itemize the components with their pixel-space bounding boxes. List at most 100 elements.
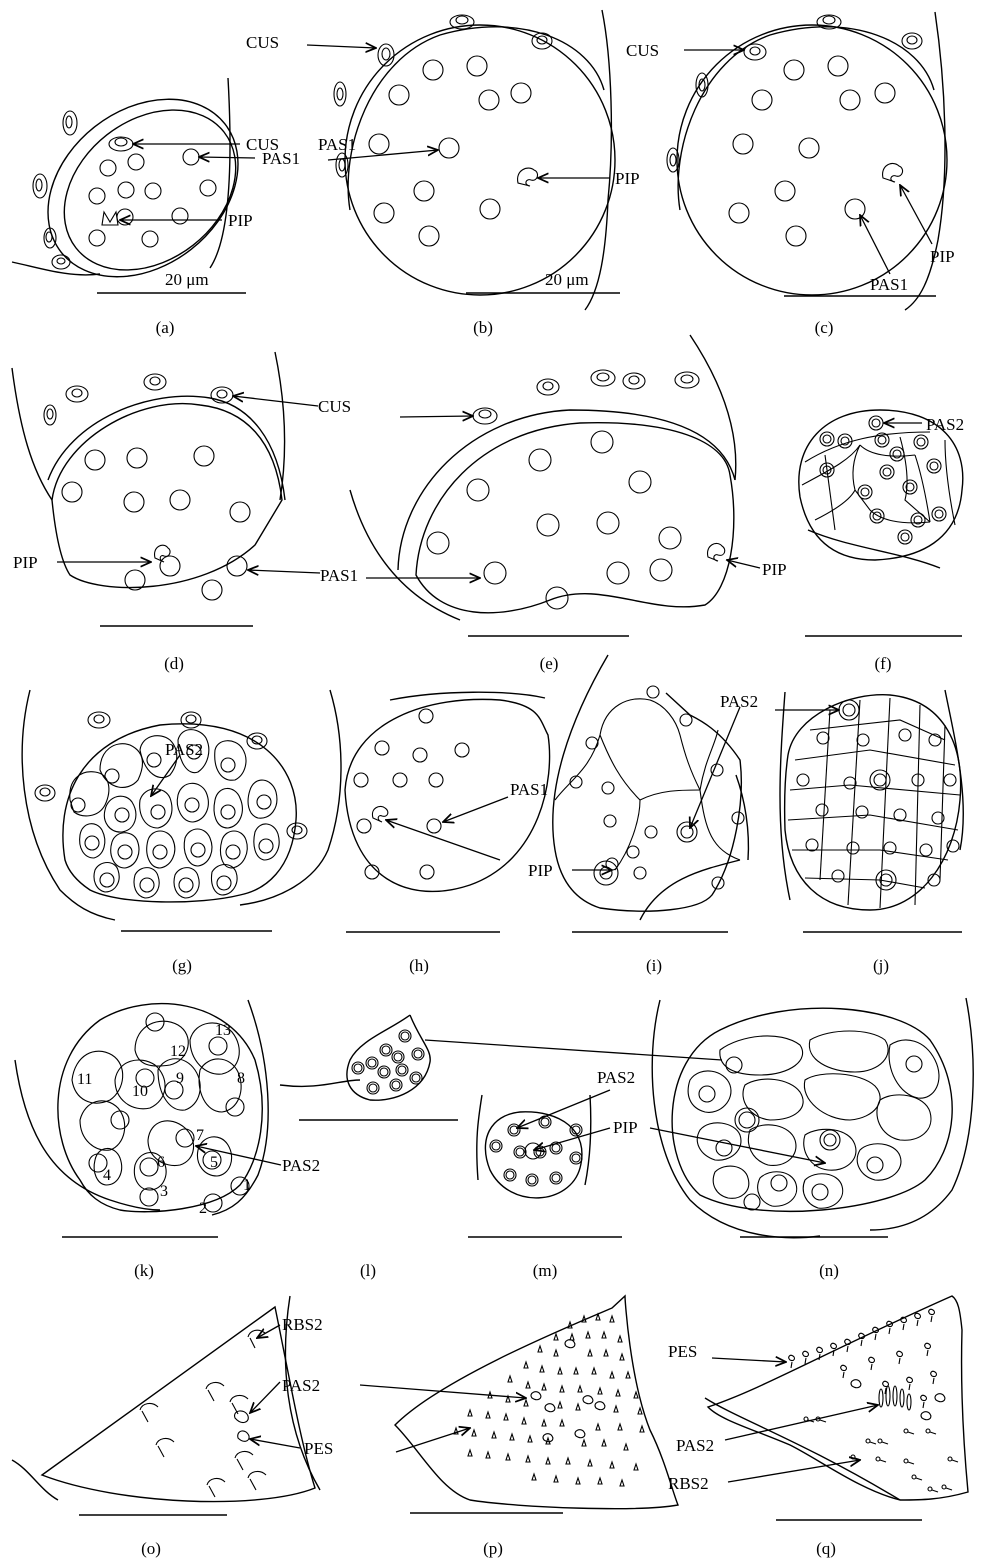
panel-b: [307, 10, 620, 310]
rbs2-label-o: RBS2: [282, 1315, 323, 1334]
scale-label-a: 20 μm: [165, 270, 209, 289]
pas2-label-i: PAS2: [720, 692, 758, 711]
pas1-label-a: PAS1: [262, 149, 300, 168]
caption-a: (a): [156, 318, 175, 337]
pas1-label-c: PAS1: [870, 275, 908, 294]
caption-e: (e): [540, 654, 559, 673]
pip-label-d: PIP: [13, 553, 38, 572]
svg-text:9: 9: [176, 1070, 184, 1087]
pip-h: [372, 806, 387, 822]
svg-text:2: 2: [199, 1200, 207, 1217]
pas2-arrow-m: [517, 1090, 610, 1128]
caption-f: (f): [875, 654, 892, 673]
caption-o: (o): [141, 1539, 161, 1558]
pas2-label-q: PAS2: [676, 1436, 714, 1455]
cus-spines-d: [44, 374, 233, 425]
panel-l: [280, 1015, 458, 1120]
pip-label-b: PIP: [615, 169, 640, 188]
panel-j: [775, 690, 963, 932]
panel-o: [12, 1296, 320, 1515]
svg-text:5: 5: [210, 1154, 218, 1171]
panel-d: [12, 352, 320, 626]
rbs2-label-q: RBS2: [668, 1474, 709, 1493]
panel-p: [360, 1296, 678, 1513]
cus-label-d: CUS: [318, 397, 351, 416]
panel-h: [345, 692, 550, 932]
panel-k: [15, 1000, 281, 1237]
caption-g: (g): [172, 956, 192, 975]
svg-text:8: 8: [237, 1070, 245, 1087]
pip-label-a: PIP: [228, 211, 253, 230]
panel-g: [22, 690, 341, 931]
panel-c: [667, 12, 947, 310]
svg-text:4: 4: [103, 1167, 111, 1184]
cus-label-c: CUS: [626, 41, 659, 60]
caption-k: (k): [134, 1261, 154, 1280]
pas2-label-f: PAS2: [926, 415, 964, 434]
pip-c: [883, 163, 903, 182]
caption-j: (j): [873, 956, 889, 975]
pas2-spines-l: [352, 1030, 424, 1094]
caption-c: (c): [815, 318, 834, 337]
pas2-spines-q: [851, 1380, 945, 1420]
svg-text:10: 10: [132, 1083, 148, 1100]
pas2-label-lmn: PAS2: [597, 1068, 635, 1087]
pip-label-e: PIP: [762, 560, 787, 579]
pas2-label-op: PAS2: [282, 1376, 320, 1395]
pas1-spines-a: [89, 149, 216, 247]
rbs2-spines-q: [804, 1386, 958, 1492]
pas2-label-k: PAS2: [282, 1156, 320, 1175]
svg-text:11: 11: [77, 1071, 92, 1088]
svg-text:12: 12: [170, 1043, 186, 1060]
pes-spines-q: [789, 1309, 937, 1408]
pip-b: [518, 168, 538, 186]
pip-a: [102, 212, 118, 225]
svg-text:6: 6: [157, 1154, 165, 1171]
pas2-spines-n: [699, 1056, 922, 1210]
pes-spines-p: [454, 1314, 644, 1486]
svg-text:1: 1: [243, 1177, 251, 1194]
cus-spines-b: [334, 15, 552, 177]
caption-h: (h): [409, 956, 429, 975]
caption-i: (i): [646, 956, 662, 975]
scale-label-b: 20 μm: [545, 270, 589, 289]
pas2-spines-o: [235, 1411, 250, 1441]
cells-i: [555, 699, 740, 870]
panel-a: [12, 63, 273, 314]
pas1-spines-c: [729, 56, 895, 246]
panel-q: [705, 1296, 968, 1520]
pas1-spines-e: [427, 431, 681, 609]
cus-label-b: CUS: [246, 33, 279, 52]
pas2-spines-k: [89, 1013, 249, 1212]
svg-text:13: 13: [215, 1022, 231, 1039]
pes-label-op: PES: [304, 1439, 333, 1458]
pip-arrow-n: [650, 1128, 825, 1163]
caption-q: (q): [816, 1539, 836, 1558]
pas1-label-b: PAS1: [318, 135, 356, 154]
pas1-spines-d: [62, 446, 250, 600]
pip-label-c: PIP: [930, 247, 955, 266]
cells-n: [688, 1031, 939, 1208]
cells-j: [788, 698, 960, 908]
caption-l: (l): [360, 1261, 376, 1280]
caption-d: (d): [164, 654, 184, 673]
cus-spines-g: [35, 712, 307, 839]
svg-text:3: 3: [160, 1183, 168, 1200]
pas1-spines-b: [369, 56, 531, 246]
pas2-spines-i: [570, 686, 744, 889]
caption-n: (n): [819, 1261, 839, 1280]
pip-e: [708, 543, 725, 561]
svg-text:7: 7: [196, 1127, 204, 1144]
panel-e: [350, 335, 760, 636]
panel-n: [652, 998, 973, 1238]
cus-spines-e: [473, 370, 699, 424]
pip-label-h: PIP: [528, 861, 553, 880]
pas2-label-g: PAS2: [165, 740, 203, 759]
pas2-spines-m: [490, 1116, 582, 1186]
caption-m: (m): [533, 1261, 558, 1280]
pas2-arrow-ln: [425, 1040, 722, 1060]
pas1-label-d: PAS1: [320, 566, 358, 585]
caption-b: (b): [473, 318, 493, 337]
pes-label-q: PES: [668, 1342, 697, 1361]
